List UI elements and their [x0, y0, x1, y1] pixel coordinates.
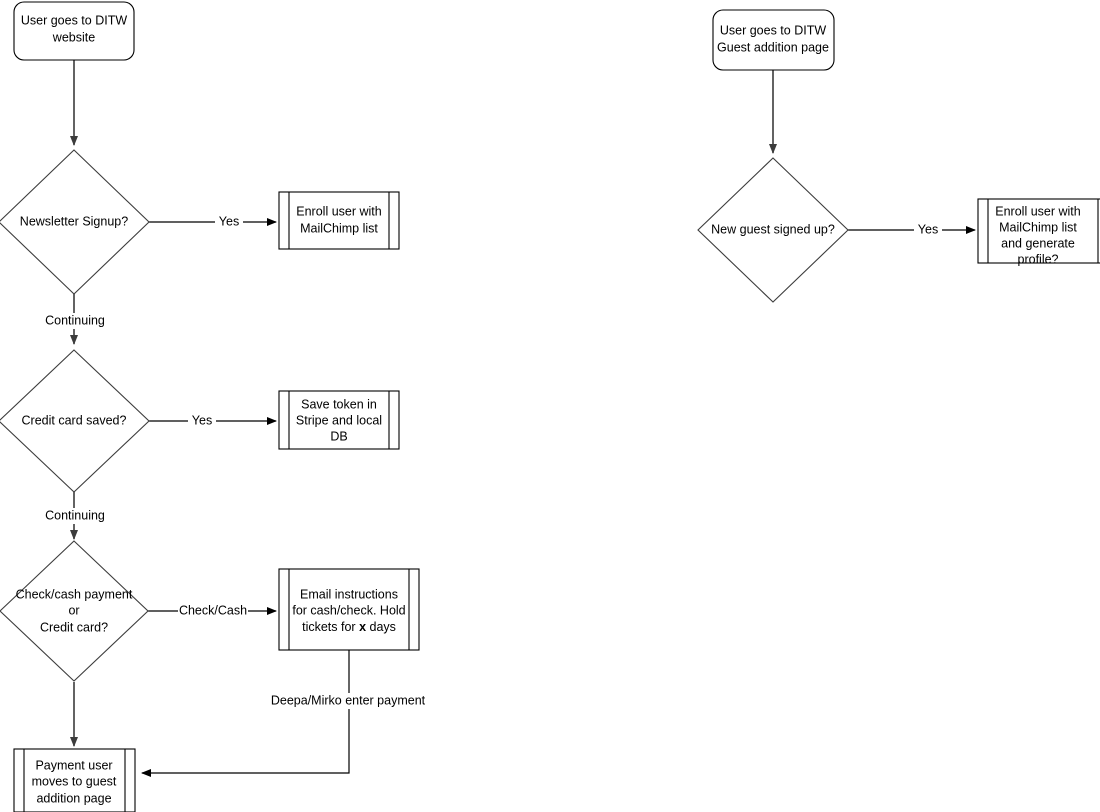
decision-credit-card-label: Credit card saved? — [22, 413, 127, 427]
edge-label-paymenttype-checkcash: Check/Cash — [179, 603, 247, 617]
label-bg-newguest-yes — [914, 222, 942, 238]
right-flow-edge-labels: Yes — [914, 222, 942, 238]
process-mailchimp-shape — [278, 191, 400, 250]
process-email-line3-pre: tickets for — [302, 620, 359, 634]
process-mailchimp-line1: Enroll user with — [296, 204, 381, 218]
edge-label-email-to-paymentuser: Deepa/Mirko enter payment — [271, 693, 426, 707]
process-mailchimp-profile-line1: Enroll user with — [995, 204, 1080, 218]
edge-label-newguest-yes: Yes — [918, 222, 938, 236]
node-decision-newsletter[interactable]: Newsletter Signup? — [0, 149, 150, 295]
label-bg-paymenttype-checkcash — [178, 603, 248, 619]
decision-new-guest-label: New guest signed up? — [711, 222, 835, 236]
start-ditw-website-line2: website — [52, 30, 95, 44]
node-process-mailchimp-profile[interactable]: Enroll user with MailChimp list and gene… — [977, 198, 1100, 266]
process-payment-user-line3: addition page — [36, 791, 111, 805]
start-guest-addition-line1: User goes to DITW — [720, 23, 826, 37]
node-start-guest-addition[interactable]: User goes to DITW Guest addition page — [712, 9, 835, 71]
right-flow-edges — [769, 70, 976, 234]
process-mailchimp-line2: MailChimp list — [300, 221, 378, 235]
node-start-ditw-website[interactable]: User goes to DITW website — [13, 1, 135, 61]
process-stripe-line1: Save token in — [301, 397, 377, 411]
label-bg-creditcard-continuing — [44, 508, 106, 524]
node-process-payment-user[interactable]: Payment user moves to guest addition pag… — [13, 748, 136, 812]
node-process-email-instructions[interactable]: Email instructions for cash/check. Hold … — [278, 568, 420, 651]
process-email-line2: for cash/check. Hold — [292, 603, 405, 617]
edge-email-to-paymentuser — [141, 650, 350, 777]
process-email-shape — [278, 568, 420, 651]
label-bg-newsletter-yes — [215, 214, 243, 230]
node-process-stripe[interactable]: Save token in Stripe and local DB — [278, 390, 400, 450]
edge-label-creditcard-yes: Yes — [192, 413, 212, 427]
decision-newsletter-label: Newsletter Signup? — [20, 214, 128, 228]
process-email-line3-post: days — [366, 620, 396, 634]
label-bg-creditcard-yes — [188, 413, 216, 429]
label-bg-email-to-paymentuser — [271, 693, 425, 709]
process-stripe-line3: DB — [330, 429, 347, 443]
process-payment-user-line2: moves to guest — [32, 774, 117, 788]
decision-new-guest-shape — [697, 157, 849, 303]
process-stripe-shape — [278, 390, 400, 450]
start-ditw-website-shape — [13, 1, 135, 61]
start-guest-addition-shape — [712, 9, 835, 71]
start-ditw-website-line1: User goes to DITW — [21, 13, 127, 27]
decision-newsletter-shape — [0, 149, 150, 295]
decision-payment-type-line1: Check/cash payment — [16, 587, 133, 601]
node-decision-credit-card[interactable]: Credit card saved? — [0, 349, 150, 493]
decision-payment-type-line2: or — [68, 603, 79, 617]
node-decision-payment-type[interactable]: Check/cash payment or Credit card? — [0, 540, 149, 682]
process-payment-user-line1: Payment user — [35, 758, 112, 772]
process-mailchimp-profile-shape — [977, 198, 1100, 264]
decision-credit-card-shape — [0, 349, 150, 493]
start-guest-addition-line2: Guest addition page — [717, 40, 829, 54]
process-mailchimp-profile-line4: profile? — [1018, 252, 1059, 266]
process-stripe-line2: Stripe and local — [296, 413, 382, 427]
label-bg-newsletter-continuing — [44, 313, 106, 329]
decision-payment-type-shape — [0, 540, 149, 682]
node-decision-new-guest[interactable]: New guest signed up? — [697, 157, 849, 303]
edge-label-newsletter-yes: Yes — [219, 214, 239, 228]
edge-label-newsletter-continuing: Continuing — [45, 313, 105, 327]
process-email-line3: tickets for x days — [302, 620, 396, 634]
process-mailchimp-profile-line3: and generate — [1001, 236, 1075, 250]
process-mailchimp-profile-line2: MailChimp list — [999, 220, 1077, 234]
process-email-line1: Email instructions — [300, 587, 398, 601]
edge-label-creditcard-continuing: Continuing — [45, 508, 105, 522]
process-email-line3-bold-x: x — [359, 620, 366, 634]
left-flow-edge-labels: Yes Continuing Yes Continuing Check/Cash… — [44, 214, 426, 709]
process-payment-user-shape — [13, 748, 136, 812]
decision-payment-type-line3: Credit card? — [40, 620, 108, 634]
node-process-mailchimp[interactable]: Enroll user with MailChimp list — [278, 191, 400, 250]
